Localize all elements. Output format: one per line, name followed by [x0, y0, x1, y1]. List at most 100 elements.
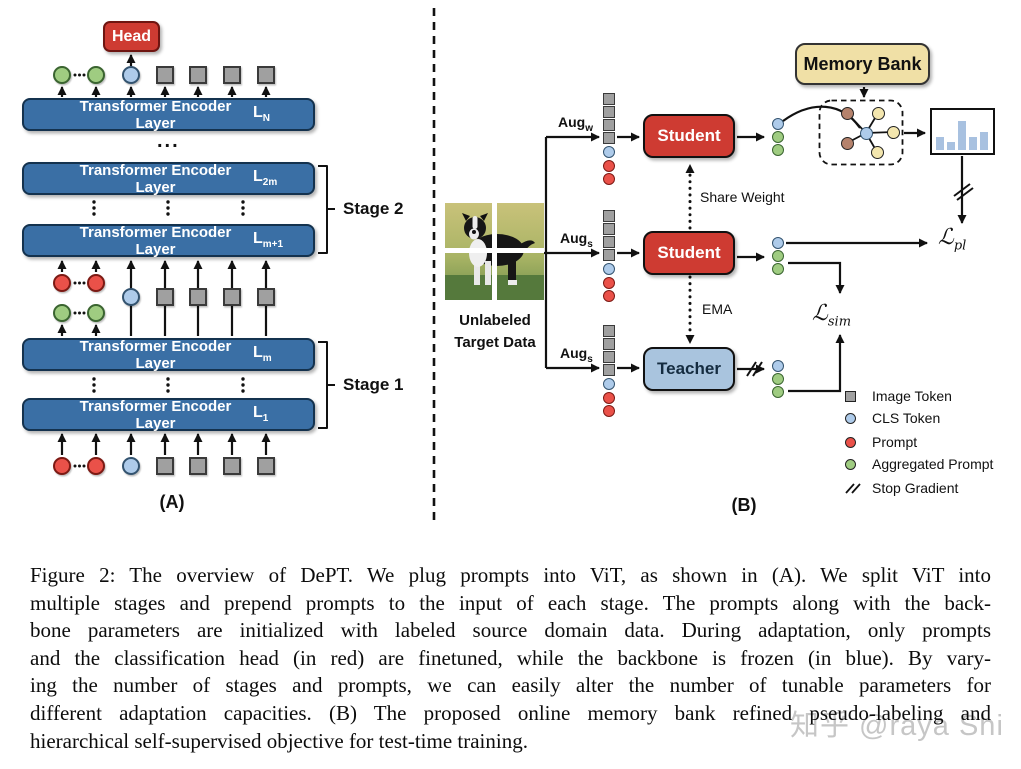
- image-token: [603, 338, 615, 350]
- memory-node-yellow: [887, 126, 900, 139]
- caption-line: Figure 2: The overview of DePT. We plug …: [30, 563, 991, 587]
- cls-token: [603, 146, 615, 158]
- image-token: [223, 288, 241, 306]
- caption-line: multiple stages and prepend prompts to t…: [30, 590, 991, 615]
- layer-index: L2m: [253, 168, 278, 189]
- image-token: [156, 66, 174, 84]
- pseudo-label-histogram: [930, 108, 995, 155]
- stage-2-label: Stage 2: [343, 199, 404, 218]
- aug-weak-label: Augw: [558, 114, 593, 134]
- image-token: [156, 457, 174, 475]
- legend-item: Aggregated Prompt: [845, 456, 993, 472]
- layers-ellipsis: ...: [157, 130, 180, 152]
- unlabeled-target-label-line2: Target Data: [454, 334, 536, 351]
- encoder-layer-label: Transformer Encoder Layer: [79, 223, 232, 258]
- encoder-layer-Lm: Transformer Encoder Layer Lm: [22, 337, 315, 372]
- image-token: [189, 457, 207, 475]
- stop-gradient-icon: [845, 482, 861, 494]
- encoder-layer-L1: Transformer Encoder Layer L1: [22, 398, 315, 432]
- zhihu-watermark: 知乎 @raya Shi: [790, 710, 1004, 742]
- teacher-box: Teacher: [643, 347, 735, 391]
- legend-item: Stop Gradient: [845, 480, 958, 496]
- aggregated-prompt-token: [772, 250, 784, 262]
- ema-label: EMA: [702, 301, 733, 317]
- legend-item: Image Token: [845, 388, 952, 404]
- image-token: [603, 93, 615, 105]
- image-token: [189, 288, 207, 306]
- prompt-token: [603, 173, 615, 185]
- memory-node-brown: [841, 137, 854, 150]
- image-token: [603, 223, 615, 235]
- image-token: [189, 66, 207, 84]
- prompt-token: [603, 392, 615, 404]
- stage-1-label: Stage 1: [343, 375, 404, 394]
- image-token: [257, 66, 275, 84]
- image-token: [603, 119, 615, 131]
- aggregated-prompt-token: [772, 131, 784, 143]
- image-token: [603, 325, 615, 337]
- caption-line: different adaptation capacities. (B) The…: [30, 700, 991, 725]
- aggregated-prompt-token: [87, 304, 105, 322]
- memory-node-center: [860, 127, 873, 140]
- image-token: [223, 457, 241, 475]
- cls-token: [122, 457, 140, 475]
- encoder-layer-label: Transformer Encoder Layer: [79, 337, 232, 372]
- aggregated-prompt-token: [772, 263, 784, 275]
- legend-label: Image Token: [872, 388, 952, 404]
- unlabeled-target-label-line1: Unlabeled: [459, 312, 531, 329]
- prompt-icon: [845, 436, 856, 448]
- legend-label: Aggregated Prompt: [872, 456, 994, 472]
- loss-sim: ℒsim: [812, 301, 852, 330]
- cls-token: [122, 66, 140, 84]
- cls-token: [772, 118, 784, 130]
- prompt-token: [53, 274, 71, 292]
- memory-bank-box: Memory Bank: [795, 43, 930, 85]
- histogram-bar: [958, 121, 966, 150]
- caption-line: hierarchical self-supervised objective f…: [30, 728, 528, 753]
- prompt-token: [603, 277, 615, 289]
- image-token: [257, 288, 275, 306]
- aggregated-prompt-token: [53, 66, 71, 84]
- stage-brackets: [318, 165, 335, 429]
- legend-item: CLS Token: [845, 410, 940, 426]
- prompt-token: [87, 457, 105, 475]
- histogram-bar: [936, 137, 944, 150]
- caption-line: ing the number of stages and prompts, we…: [30, 673, 991, 698]
- image-token: [223, 66, 241, 84]
- legend-item: Prompt: [845, 434, 917, 450]
- cls-token: [772, 360, 784, 372]
- image-token: [603, 106, 615, 118]
- encoder-layer-label: Transformer Encoder Layer: [79, 97, 232, 132]
- image-token-icon: [845, 390, 856, 402]
- memory-node-yellow: [871, 146, 884, 159]
- stop-gradient-marks: [746, 183, 974, 377]
- cls-token: [122, 288, 140, 306]
- image-token: [156, 288, 174, 306]
- memory-node-yellow: [872, 107, 885, 120]
- prompt-token: [603, 160, 615, 172]
- image-token: [603, 364, 615, 376]
- cls-token: [603, 378, 615, 390]
- image-token: [603, 132, 615, 144]
- image-token: [603, 351, 615, 363]
- head-label: Head: [111, 27, 152, 45]
- cls-token: [772, 237, 784, 249]
- aggregated-prompt-token: [87, 66, 105, 84]
- image-token: [603, 249, 615, 261]
- student-box: Student: [643, 231, 735, 275]
- panel-b-arrows: [538, 87, 967, 393]
- encoder-layer-label: Transformer Encoder Layer: [79, 161, 232, 196]
- aggregated-prompt-token: [772, 386, 784, 398]
- image-token: [603, 236, 615, 248]
- encoder-layer-Lm1: Transformer Encoder Layer Lm+1: [22, 223, 315, 258]
- layer-index: Lm: [253, 344, 272, 365]
- encoder-layer-LN: Transformer Encoder Layer LN: [22, 97, 315, 132]
- aug-strong-label: Augs: [560, 345, 593, 365]
- aug-strong-label: Augs: [560, 230, 593, 250]
- legend-label: Prompt: [872, 434, 918, 450]
- unlabeled-target-image: [445, 203, 544, 300]
- aggregated-prompt-token: [772, 373, 784, 385]
- caption-line: and the classification head (in red) are…: [30, 645, 991, 670]
- image-token: [257, 457, 275, 475]
